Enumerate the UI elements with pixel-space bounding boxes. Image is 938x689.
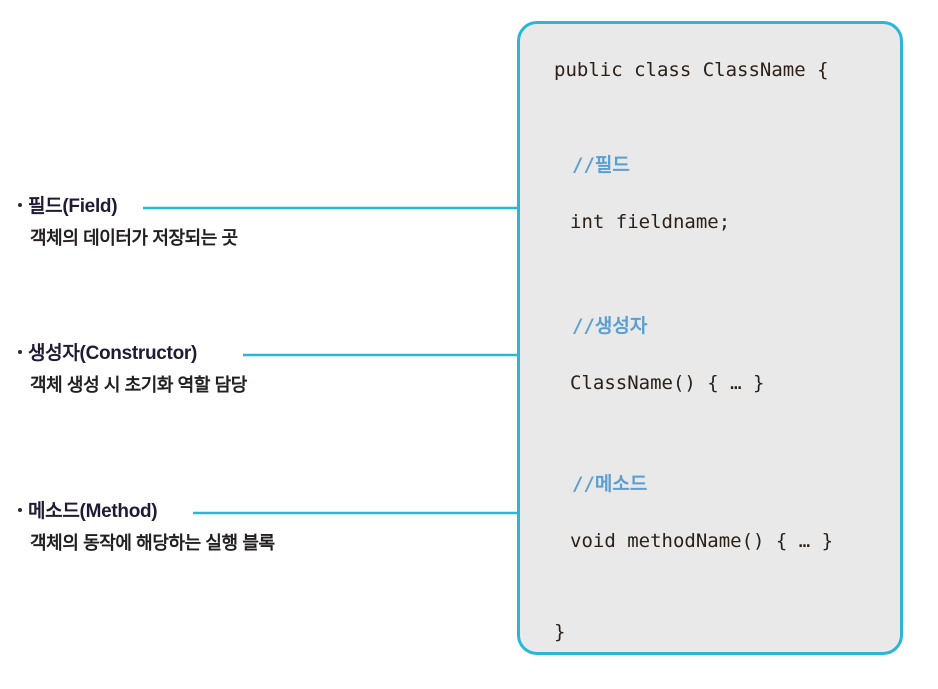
code-lines: public class ClassName { //필드 int fieldn…	[520, 24, 900, 652]
code-line-method-declaration: void methodName() { … }	[570, 530, 834, 552]
code-line-class-declaration: public class ClassName {	[554, 59, 829, 81]
code-comment-field: //필드	[572, 154, 630, 176]
code-line-constructor-declaration: ClassName() { … }	[570, 372, 765, 394]
annotation-constructor-title: 생성자(Constructor)	[28, 343, 198, 364]
code-comment-method: //메소드	[572, 473, 648, 495]
annotation-constructor: 생성자(Constructor) 객체 생성 시 초기화 역할 담당	[18, 343, 448, 396]
bullet-icon	[18, 350, 22, 354]
annotation-method: 메소드(Method) 객체의 동작에 해당하는 실행 블록	[18, 501, 448, 554]
annotation-constructor-subtitle: 객체 생성 시 초기화 역할 담당	[30, 375, 247, 395]
annotation-method-title-row: 메소드(Method)	[18, 501, 448, 523]
bullet-icon	[18, 203, 22, 207]
annotation-field-subtitle: 객체의 데이터가 저장되는 곳	[30, 228, 238, 248]
annotation-field-title: 필드(Field)	[28, 196, 118, 217]
code-line-field-declaration: int fieldname;	[570, 211, 731, 233]
code-comment-constructor: //생성자	[572, 315, 648, 337]
bullet-icon	[18, 508, 22, 512]
annotation-method-subtitle: 객체의 동작에 해당하는 실행 블록	[30, 533, 275, 553]
annotation-field: 필드(Field) 객체의 데이터가 저장되는 곳	[18, 196, 448, 249]
annotation-constructor-title-row: 생성자(Constructor)	[18, 343, 448, 365]
code-line-closing-brace: }	[554, 621, 566, 643]
annotation-method-title: 메소드(Method)	[28, 501, 158, 522]
annotation-field-title-row: 필드(Field)	[18, 196, 448, 218]
code-box: public class ClassName { //필드 int fieldn…	[517, 21, 903, 655]
